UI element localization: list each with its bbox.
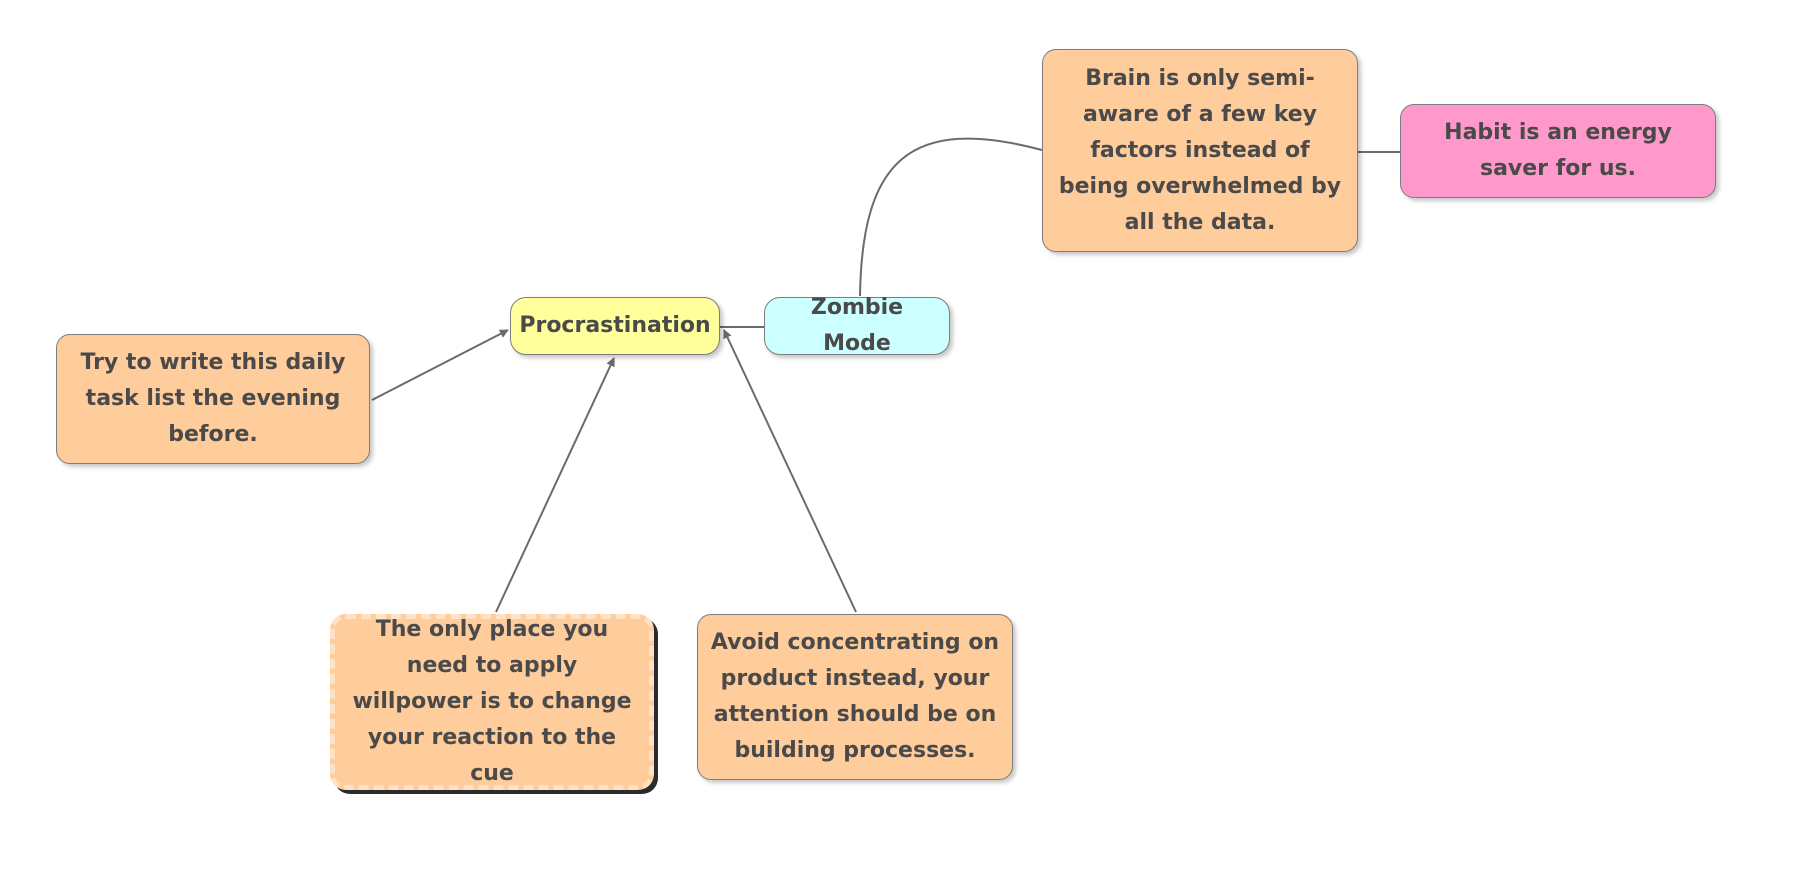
node-willpower-label: The only place you need to apply willpow… xyxy=(352,617,632,786)
node-habit-label: Habit is an energy saver for us. xyxy=(1444,120,1672,181)
connector-try-write-to-procrastination xyxy=(371,329,509,401)
node-willpower[interactable]: The only place you need to apply willpow… xyxy=(330,614,654,790)
node-zombie-mode-label: Zombie Mode xyxy=(810,295,904,356)
node-brain-label: Brain is only semi-aware of a few key fa… xyxy=(1058,65,1342,235)
node-habit[interactable]: Habit is an energy saver for us. xyxy=(1400,104,1716,198)
node-zombie-mode[interactable]: Zombie Mode xyxy=(764,295,950,356)
node-avoid-label: Avoid concentrating on product instead, … xyxy=(710,630,1000,763)
node-procrastination[interactable]: Procrastination xyxy=(510,297,720,355)
connector-willpower-to-procrastination xyxy=(495,357,615,613)
connector-zombie-mode-to-brain xyxy=(859,137,1043,297)
node-avoid[interactable]: Avoid concentrating on product instead, … xyxy=(697,614,1013,780)
connector-avoid-to-procrastination xyxy=(723,329,857,613)
node-try-write[interactable]: Try to write this daily task list the ev… xyxy=(56,334,370,464)
node-try-write-label: Try to write this daily task list the ev… xyxy=(80,350,346,447)
node-brain[interactable]: Brain is only semi-aware of a few key fa… xyxy=(1042,49,1358,252)
node-procrastination-label: Procrastination xyxy=(519,313,711,338)
